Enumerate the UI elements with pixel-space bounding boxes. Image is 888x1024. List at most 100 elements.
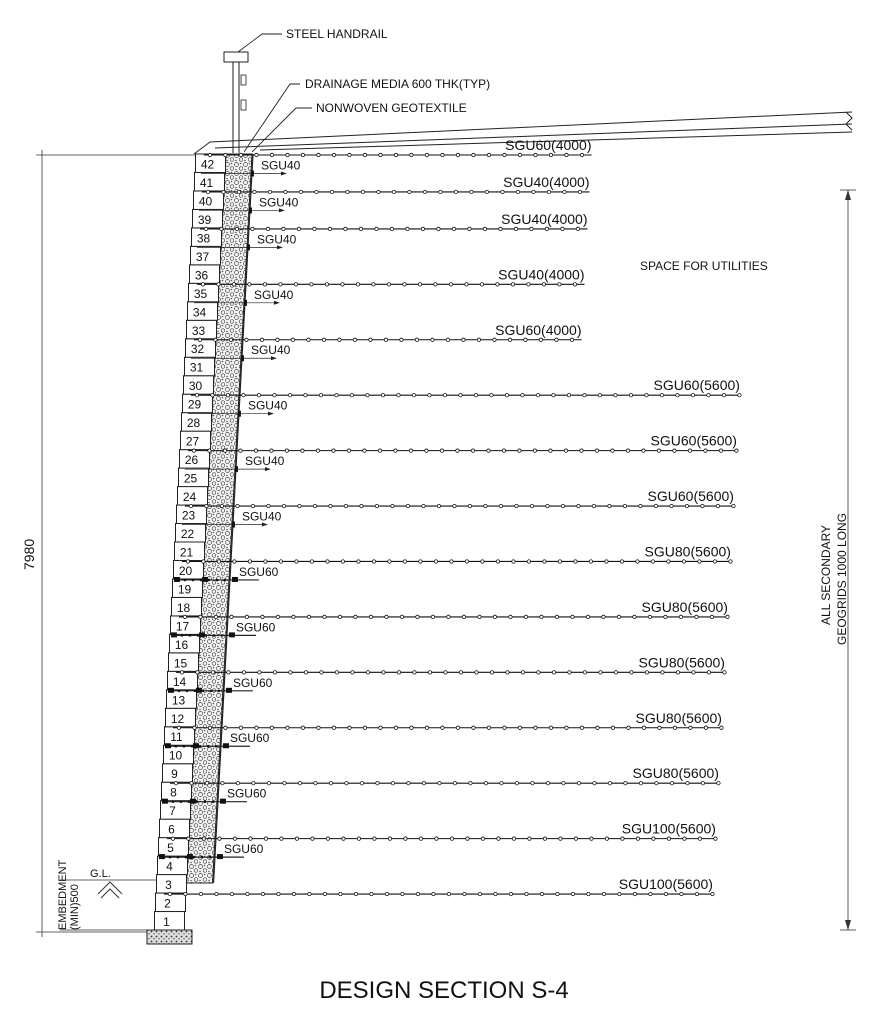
- primary-geogrid-label: SGU40(4000): [501, 211, 587, 227]
- geogrid-node: [526, 559, 532, 564]
- geogrid-node: [551, 393, 556, 398]
- geogrid-node: [589, 836, 594, 841]
- secondary-geogrid-label: SGU40: [248, 399, 288, 413]
- geogrid-node: [467, 226, 472, 232]
- geogrid-node: [327, 226, 333, 232]
- geogrid-arrow: [276, 245, 283, 250]
- geogrid-node: [625, 448, 631, 453]
- geogrid-node: [648, 891, 653, 897]
- secondary-geogrid: SGU40: [187, 399, 288, 417]
- geogrid-node: [386, 282, 392, 287]
- geogrid-node: [206, 744, 210, 748]
- geogrid-arrow: [267, 411, 274, 416]
- geogrid-node: [461, 337, 466, 342]
- geogrid-node: [436, 503, 442, 509]
- geogrid-node: [185, 559, 191, 564]
- primary-geogrid: SGU80(5600): [169, 765, 721, 786]
- primary-geogrid-label: SGU80(5600): [645, 543, 731, 559]
- geogrid-node: [294, 836, 300, 841]
- geogrid-node: [412, 670, 417, 675]
- geogrid-node: [360, 189, 366, 195]
- wall-block-number: 11: [170, 730, 183, 744]
- geogrid-node: [269, 152, 275, 158]
- wall-block-number: 19: [178, 582, 192, 596]
- geogrid-node: [458, 393, 463, 398]
- geogrid-node: [492, 337, 497, 342]
- callout-steel-handrail: STEEL HANDRAIL: [286, 27, 388, 41]
- wall-height-dimension-label: 7980: [21, 539, 37, 570]
- geogrid-node: [465, 836, 470, 841]
- geogrid-node: [313, 781, 318, 786]
- secondary-geogrid-label: SGU60: [233, 676, 273, 690]
- primary-geogrid-label: SGU60(4000): [505, 137, 591, 153]
- geogrid-node: [421, 503, 426, 509]
- geogrid-node: [690, 393, 696, 398]
- note-space-for-utilities: SPACE FOR UTILITIES: [640, 259, 768, 273]
- wall-blocks: 1234567891011121314151617181920212223242…: [154, 153, 226, 931]
- geogrid-node: [247, 559, 253, 564]
- primary-geogrid: SGU40(4000): [199, 211, 588, 232]
- geogrid-node: [420, 226, 426, 232]
- geogrid-node: [601, 891, 607, 897]
- primary-geogrid: SGU40(4000): [201, 174, 590, 195]
- geogrid-node: [449, 559, 454, 564]
- geogrid-node: [380, 393, 386, 398]
- geogrid-node: [396, 393, 401, 398]
- callout-leaders: [237, 33, 312, 153]
- geogrid-node: [595, 725, 600, 730]
- geogrid-node: [439, 448, 445, 453]
- wall-block: 15: [168, 652, 199, 672]
- geogrid-node: [546, 189, 552, 195]
- wall-block: 16: [169, 633, 200, 654]
- geogrid-node: [390, 503, 395, 509]
- geogrid-node: [195, 800, 199, 803]
- geogrid-connector: [164, 743, 171, 749]
- geogrid-node: [325, 836, 331, 841]
- wall-block: 39: [192, 208, 223, 229]
- geogrid-node: [496, 836, 501, 841]
- geogrid-node: [564, 725, 569, 730]
- geogrid-node: [421, 781, 427, 786]
- geogrid-node: [560, 503, 566, 509]
- geogrid-node: [310, 836, 315, 841]
- geogrid-node: [288, 670, 293, 675]
- geogrid-node: [548, 152, 554, 158]
- geogrid-node: [408, 448, 414, 453]
- geogrid-node: [713, 836, 718, 841]
- geogrid-node: [737, 393, 742, 398]
- geogrid-node: [393, 152, 399, 158]
- geogrid-node: [613, 393, 618, 398]
- geogrid-node: [678, 614, 684, 620]
- geogrid-node: [236, 189, 242, 195]
- geogrid-node: [561, 781, 566, 786]
- geogrid-node: [220, 781, 225, 786]
- wall-block-number: 42: [201, 157, 215, 171]
- geogrid-node: [622, 503, 628, 509]
- geogrid-node: [483, 503, 488, 509]
- geogrid-node: [324, 282, 330, 287]
- wall-block: 24: [177, 486, 208, 506]
- geogrid-node: [660, 670, 665, 675]
- geogrid-node: [235, 503, 240, 509]
- geogrid-node: [297, 781, 303, 786]
- geogrid-node: [174, 744, 178, 748]
- geogrid-node: [520, 670, 526, 675]
- geogrid-node: [445, 337, 451, 342]
- primary-geogrid-label: SGU60(5600): [654, 377, 740, 393]
- geogrid-node: [198, 744, 202, 748]
- secondary-geogrid-label: SGU40: [245, 454, 285, 468]
- geogrid-node: [207, 152, 213, 158]
- geogrid-node: [731, 503, 736, 509]
- wall-block: 9: [162, 763, 193, 783]
- secondary-geogrid-label: SGU40: [251, 343, 291, 357]
- geogrid-node: [418, 836, 424, 841]
- geogrid-node: [548, 725, 554, 730]
- geogrid-node: [467, 503, 473, 509]
- geogrid-node: [228, 337, 234, 342]
- geogrid-node: [198, 614, 203, 620]
- geogrid-node: [495, 559, 501, 564]
- geogrid-node: [479, 282, 485, 287]
- geogrid-node: [464, 559, 470, 564]
- geogrid-node: [558, 836, 563, 841]
- geogrid-node: [384, 614, 389, 620]
